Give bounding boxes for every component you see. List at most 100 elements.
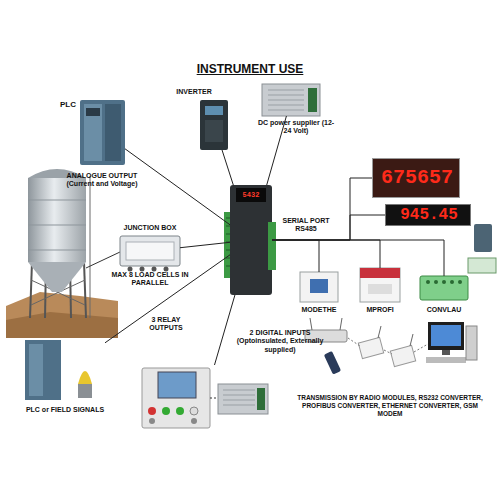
device-node: JUNCTION BOXMAX 8 LOAD CELLS IN PARALLEL [120,236,180,266]
connection-label: 3 RELAY OUTPUTS [140,316,192,333]
signal-line [105,255,230,343]
device-label: MPROFI [350,306,410,314]
signal-line [125,149,230,225]
panel-screen [158,372,196,398]
connection-label: SERIAL PORT RS485 [276,217,336,234]
device-label: MODETHE [289,306,349,314]
signal-line [272,178,372,240]
device-node: 675657 [372,158,460,198]
silo-band [28,200,86,250]
radio-module [358,337,383,358]
monitor-stand [442,350,450,355]
signal-line [180,242,230,247]
antenna [310,318,342,330]
plc-device [80,100,125,165]
supply-case [218,384,268,414]
converter-band [360,268,400,278]
device-label: 675657 [373,159,461,197]
terminal-screw [426,280,430,284]
device-node: PLC or FIELD SIGNALS [25,340,105,402]
terminal-screw [434,280,438,284]
device-node: TRANSMISSION BY RADIO MODULES, RS232 CON… [300,318,480,390]
terminal-screw [450,280,454,284]
device-node: INVERTER [200,100,228,150]
beacon-base [78,384,92,398]
field-plc-device [25,340,92,400]
terminal-block [268,222,276,270]
terminal-screw [442,280,446,284]
box-board [126,242,174,260]
plc-module [84,104,102,161]
signal-line [272,240,319,272]
instrument-device [224,185,276,295]
device-node: MODETHE [300,272,338,302]
device-node: CONVLAU [420,276,468,300]
plc-case [25,340,61,400]
junction-box [120,236,180,272]
mprofi-device [360,268,400,302]
supply-case [262,84,320,116]
ground [6,292,118,338]
cable-gland [140,267,145,272]
panel-button [190,407,198,415]
plc-module [105,104,121,161]
silo [6,169,118,338]
supply-vent [223,390,255,405]
panel-button [148,407,156,415]
device-label: CONVLAU [414,306,474,314]
converter-port [368,284,392,294]
panel-button [149,418,155,424]
computer-tower [466,326,477,360]
plc-case [80,100,125,165]
inverter-device [200,100,228,150]
beacon-light [78,371,92,384]
connection-label: ANALOGUE OUTPUT (Current and Voltage) [56,172,148,189]
silo-cone [28,262,86,292]
load-cell-wire [86,252,120,268]
radio-link [348,338,428,354]
converter-case [360,268,400,302]
convlau-device [420,276,468,300]
plc-module [29,344,43,396]
input-wire [210,398,218,399]
converter-case [300,272,338,302]
antenna [378,326,381,338]
diagram-title: INSTRUMENT USE [150,62,350,76]
modethe-device [300,272,338,302]
antenna [410,334,413,346]
keyboard [426,357,466,363]
device-label: DC power supplier (12-24 Volt) [256,119,336,136]
device-node: 5432 [230,185,272,295]
converter-case [420,276,468,300]
signal-line [267,116,287,185]
signal-line [272,240,444,276]
instrument-display [236,188,266,202]
device-label: 945.45 [386,205,472,225]
monitor [428,322,464,350]
silo-ladder [90,176,91,318]
ground [6,312,118,338]
inverter-panel [205,120,223,142]
panel-button [191,418,197,424]
supply-terminal [308,88,317,112]
terminal-screw [458,280,462,284]
device-node: 945.45 [385,204,471,226]
device-label: PLC [46,100,76,110]
signal-line [272,215,385,240]
inverter-screen [205,106,223,115]
plc-panel [86,108,100,116]
device-node: PLC [80,100,125,165]
input-power-supply [218,384,268,414]
panel-button [176,407,184,415]
device-label: JUNCTION BOX [110,224,190,232]
signal-line [214,295,234,365]
hmi-panel [142,368,210,428]
power-supply [262,84,320,116]
converter-port [310,279,328,293]
signal-line [272,240,380,268]
signal-line [222,150,233,185]
device-node: 2 DIGITAL INPUTS (Optoinsulated, Externa… [140,365,270,430]
supply-terminal [257,388,265,410]
inverter-case [200,100,228,150]
